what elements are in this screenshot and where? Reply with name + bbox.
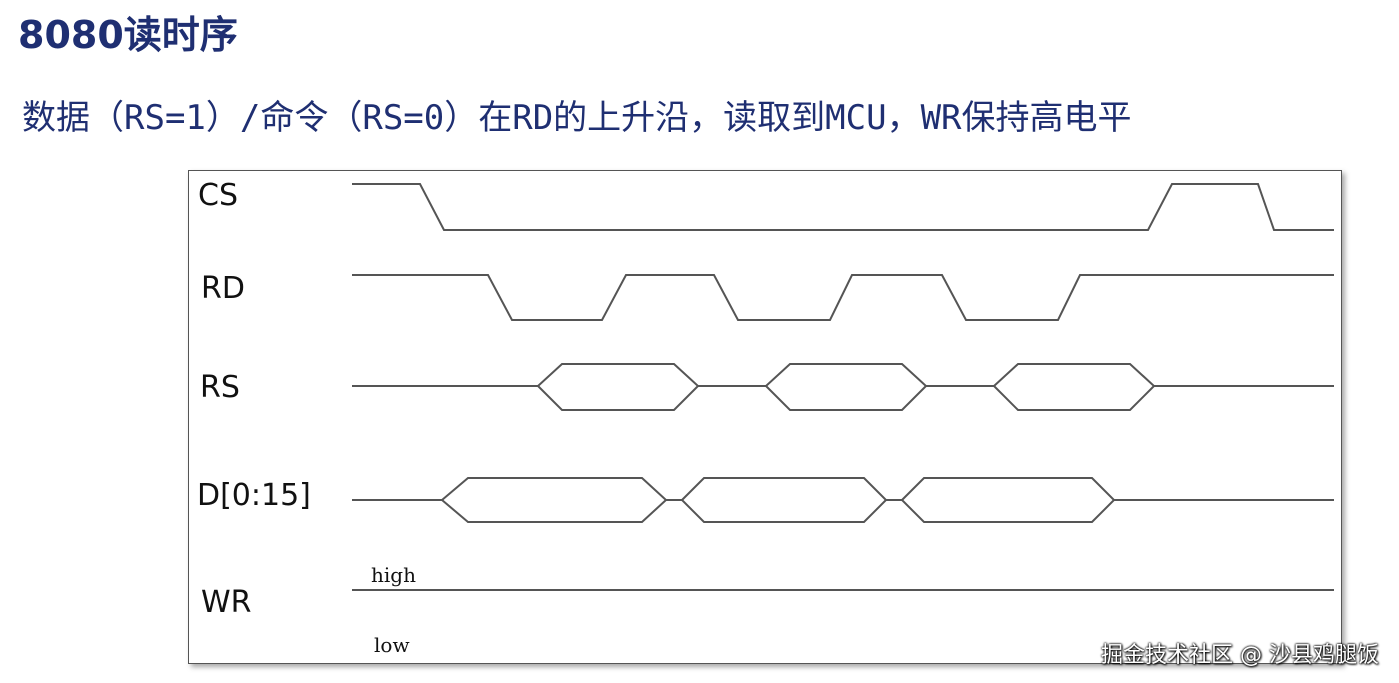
data-bus-waveform [352, 477, 1334, 523]
wr-high-label: high [371, 563, 416, 587]
signal-label-rd: RD [201, 271, 245, 306]
wr-low-label: low [374, 633, 410, 657]
timing-diagram-frame [188, 170, 1342, 664]
rd-waveform [352, 274, 1334, 321]
cs-waveform [352, 183, 1334, 231]
page-title: 8080读时序 [18, 13, 238, 57]
page-subtitle: 数据（RS=1）/命令（RS=0）在RD的上升沿，读取到MCU，WR保持高电平 [22, 98, 1132, 138]
rs-waveform [352, 363, 1334, 411]
signal-label-data-bus: D[0:15] [197, 478, 311, 513]
signal-label-rs: RS [200, 370, 240, 405]
signal-label-cs: CS [198, 178, 238, 213]
signal-label-wr: WR [201, 585, 252, 620]
watermark: 掘金技术社区 @ 沙县鸡腿饭 [1101, 643, 1379, 668]
